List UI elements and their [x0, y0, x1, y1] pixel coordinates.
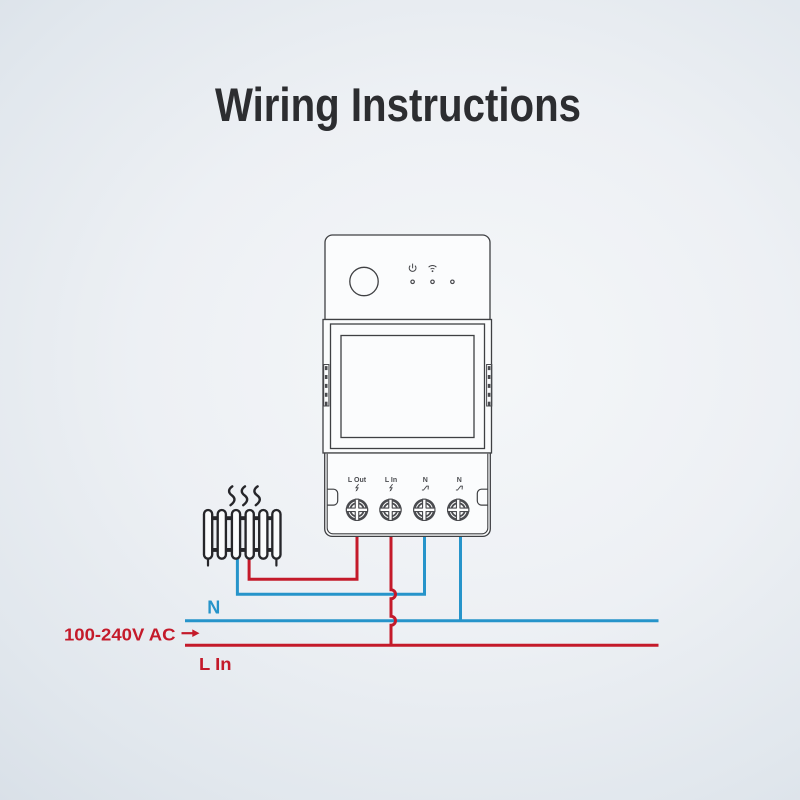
svg-text:N: N [423, 477, 428, 484]
svg-text:Wiring Instructions: Wiring Instructions [215, 78, 581, 131]
svg-text:L In: L In [199, 654, 232, 674]
svg-text:100-240V AC: 100-240V AC [64, 624, 176, 644]
svg-text:L In: L In [385, 477, 397, 484]
svg-text:L Out: L Out [348, 477, 367, 484]
svg-text:N: N [457, 477, 462, 484]
svg-text:N: N [207, 597, 220, 617]
